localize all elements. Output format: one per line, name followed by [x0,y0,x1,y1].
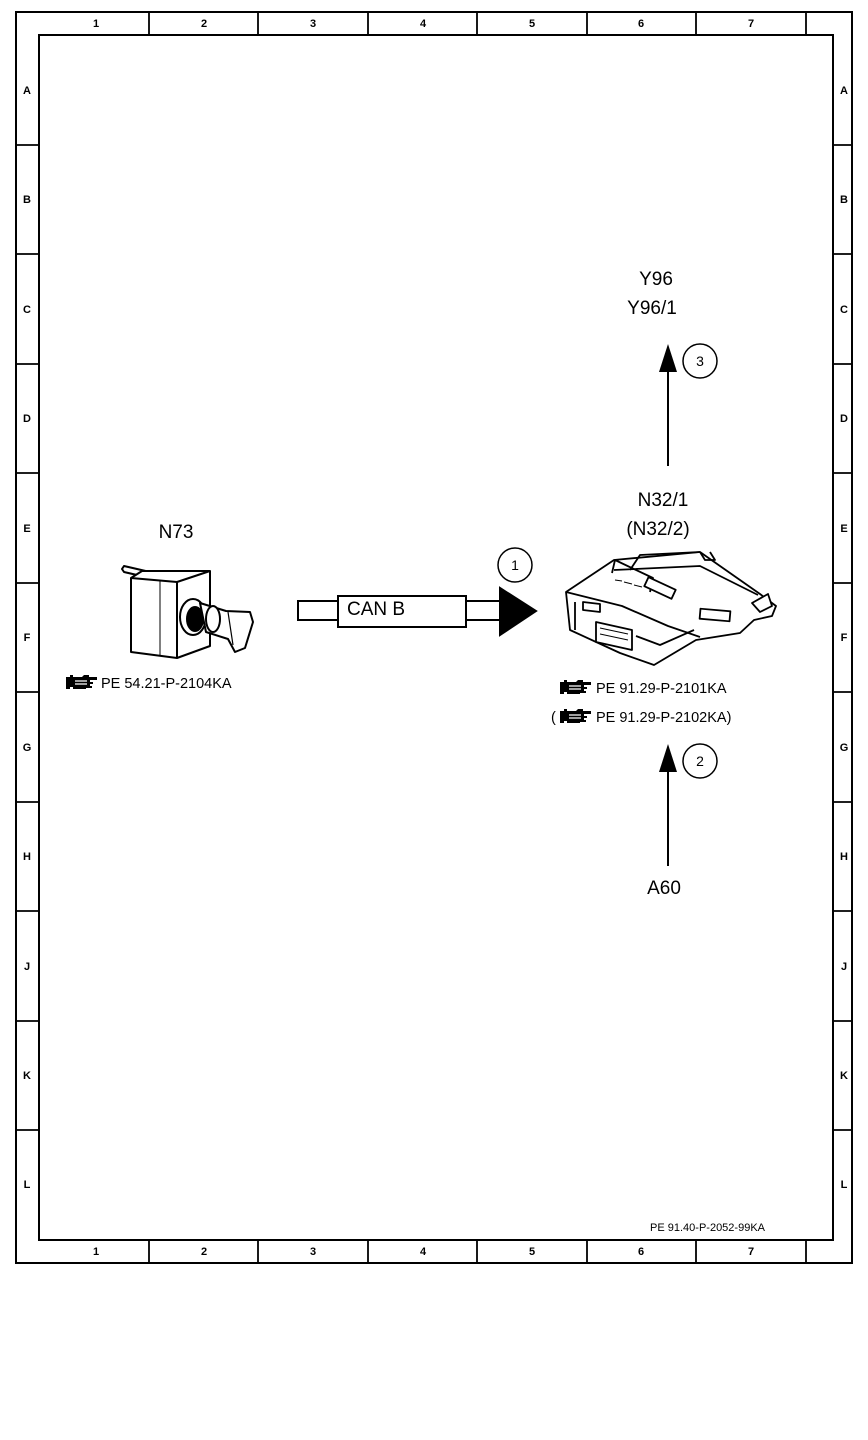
col-label: 5 [529,18,535,30]
ignition-switch-icon [121,565,254,659]
col-label: 1 [93,1246,99,1258]
row-label: C [23,304,31,316]
pointing-hand-icon [65,674,98,690]
output-label-y96: Y96 [639,269,673,290]
col-label: 6 [638,18,644,30]
row-label: F [24,632,31,644]
col-label: 5 [529,1246,535,1258]
callout-1: 1 [511,557,519,573]
control-unit-label: N32/1 [638,490,689,511]
callout-3-circle [682,343,718,379]
control-unit-alt-reference: PE 91.29-P-2102KA) [596,710,731,726]
row-label: L [24,1179,31,1191]
callout-3: 3 [696,353,704,369]
control-unit-alt-label: (N32/2) [626,519,689,540]
col-label: 1 [93,18,99,30]
row-label: L [841,1179,848,1191]
pointing-hand-icon [559,708,592,724]
row-label: F [841,632,848,644]
col-label: 2 [201,18,207,30]
row-label: D [840,413,848,425]
callout-2-circle [682,743,718,779]
control-unit-icon [565,551,777,666]
callout-1-circle [497,547,533,583]
row-label: C [840,304,848,316]
col-label: 7 [748,1246,754,1258]
col-label: 4 [420,18,427,30]
col-label: 2 [201,1246,207,1258]
column-labels-top: 1 2 3 4 5 6 7 [93,18,754,30]
row-label: E [23,523,30,535]
row-labels-right: A B C D E F G H J K L [840,85,849,1191]
row-label: G [23,742,32,754]
row-label: K [23,1070,31,1082]
input-label-a60: A60 [647,878,681,899]
row-label: E [840,523,847,535]
document-id: PE 91.40-P-2052-99KA [650,1222,766,1234]
row-label: J [24,961,30,973]
can-bus-line [297,586,538,637]
col-label: 6 [638,1246,644,1258]
row-label: D [23,413,31,425]
row-label: K [840,1070,848,1082]
row-label: B [840,194,848,206]
row-label: J [841,961,847,973]
column-labels-bottom: 1 2 3 4 5 6 7 [93,1246,754,1258]
output-label-y96-1: Y96/1 [627,298,677,319]
output-arrow [659,344,677,466]
pointing-hand-icon [559,679,592,695]
row-label: H [23,851,31,863]
col-label: 3 [310,1246,316,1258]
control-unit-alt-reference-open: ( [551,710,556,726]
col-label: 7 [748,18,754,30]
callout-2: 2 [696,753,704,769]
drawing-frame [15,11,853,1264]
row-label: G [840,742,849,754]
row-label: A [23,85,31,97]
control-unit-reference: PE 91.29-P-2101KA [596,681,727,697]
row-label: B [23,194,31,206]
ignition-switch-label: N73 [159,522,194,543]
row-labels-left: A B C D E F G H J K L [23,85,32,1191]
row-label: A [840,85,848,97]
row-label: H [840,851,848,863]
col-label: 3 [310,18,316,30]
can-bus-label: CAN B [347,599,405,620]
ignition-switch-reference: PE 54.21-P-2104KA [101,676,232,692]
input-arrow [659,744,677,866]
col-label: 4 [420,1246,427,1258]
